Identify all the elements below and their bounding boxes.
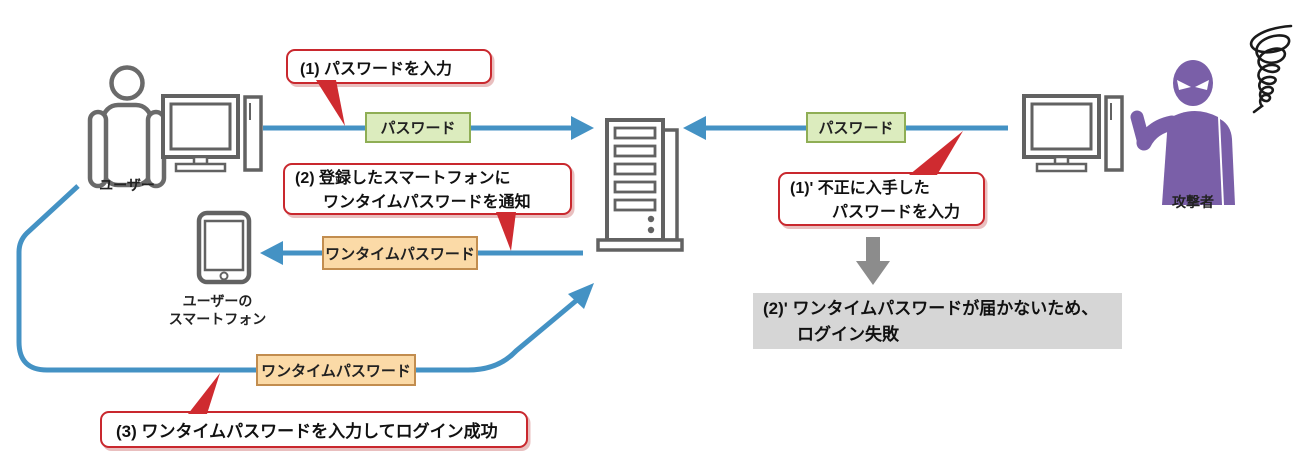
callout-step2-line1: (2) 登録したスマートフォンに xyxy=(295,170,511,187)
password-label-box: パスワード xyxy=(806,112,906,143)
callout-step2: (2) 登録したスマートフォンに ワンタイムパスワードを通知 xyxy=(283,163,572,215)
password-label-box: パスワード xyxy=(365,112,471,143)
arrowhead-left-icon xyxy=(683,116,706,140)
callout-step2-line2: ワンタイムパスワードを通知 xyxy=(323,194,531,211)
arrowhead-left-icon xyxy=(260,241,283,265)
smartphone-icon xyxy=(196,210,252,285)
otp-label-box: ワンタイムパスワード xyxy=(256,354,416,386)
smartphone-label: ユーザーの スマートフォン xyxy=(160,292,275,328)
user-person-icon xyxy=(87,65,167,189)
callout-step1: (1) パスワードを入力 xyxy=(286,49,492,84)
callout-step3-text: (3) ワンタイムパスワードを入力してログイン成功 xyxy=(116,422,498,441)
callout-attacker-step1-line1: (1)' 不正に入手した xyxy=(790,180,930,197)
result-line2: ログイン失敗 xyxy=(797,325,899,344)
result-line1: (2)' ワンタイムパスワードが届かないため、 xyxy=(763,299,1099,318)
otp-label-box: ワンタイムパスワード xyxy=(322,236,478,270)
attacker-icon xyxy=(1130,60,1235,205)
callout-step1-text: (1) パスワードを入力 xyxy=(300,60,453,78)
down-arrow-icon xyxy=(856,237,890,285)
arrowhead-up-right-icon xyxy=(568,283,594,309)
smartphone-label-line2: スマートフォン xyxy=(168,311,267,327)
attacker-label: 攻撃者 xyxy=(1172,194,1214,210)
smartphone-label-line1: ユーザーの xyxy=(182,293,253,309)
server-icon xyxy=(596,118,684,252)
login-fail-result-box: (2)' ワンタイムパスワードが届かないため、 ログイン失敗 xyxy=(753,293,1122,349)
callout-attacker-step1: (1)' 不正に入手した パスワードを入力 xyxy=(778,172,985,226)
frustration-scribble-icon xyxy=(1249,24,1293,114)
arrowhead-right-icon xyxy=(571,116,594,140)
desktop-computer-icon xyxy=(1022,94,1124,173)
desktop-computer-icon xyxy=(161,94,263,173)
otp-submit-arrow xyxy=(16,184,594,373)
user-label: ユーザー xyxy=(99,177,155,193)
callout-step3: (3) ワンタイムパスワードを入力してログイン成功 xyxy=(100,411,528,448)
callout-attacker-step1-line2: パスワードを入力 xyxy=(832,204,961,221)
